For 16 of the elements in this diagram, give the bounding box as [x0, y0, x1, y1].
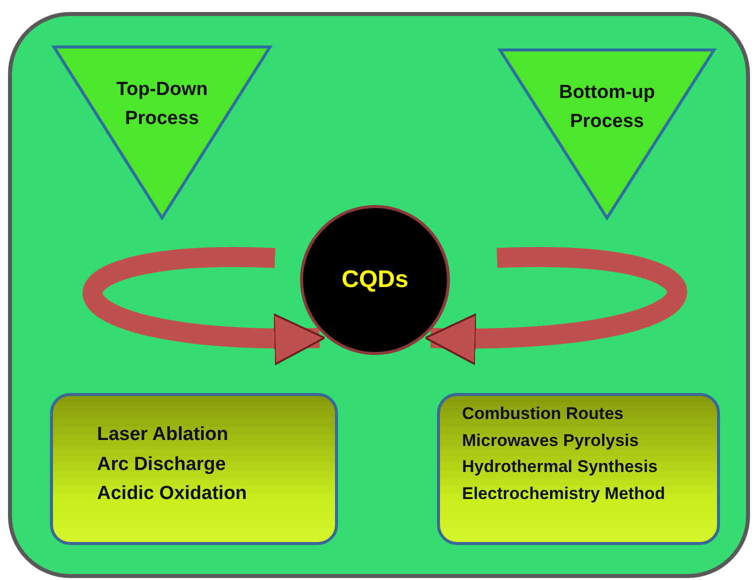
method-text: Laser Ablation	[97, 424, 228, 446]
method-text: Microwaves Pyrolysis	[462, 430, 639, 450]
method-text: Arc Discharge	[97, 454, 226, 476]
method-box	[50, 393, 338, 545]
method-text: Electrochemistry Method	[462, 484, 666, 504]
method-text: Acidic Oxidation	[97, 483, 247, 505]
center-label: CQDs	[340, 266, 410, 294]
method-text: Combustion Routes	[462, 404, 624, 424]
panel-background	[8, 12, 750, 578]
process-label: Top-Down Process	[115, 78, 209, 131]
process-triangle	[498, 48, 716, 220]
process-label: Bottom-up Process	[558, 81, 656, 134]
method-box	[437, 393, 720, 545]
curved-arrow	[83, 247, 326, 364]
process-triangle	[52, 45, 272, 220]
method-text: Hydrothermal Synthesis	[462, 457, 658, 477]
